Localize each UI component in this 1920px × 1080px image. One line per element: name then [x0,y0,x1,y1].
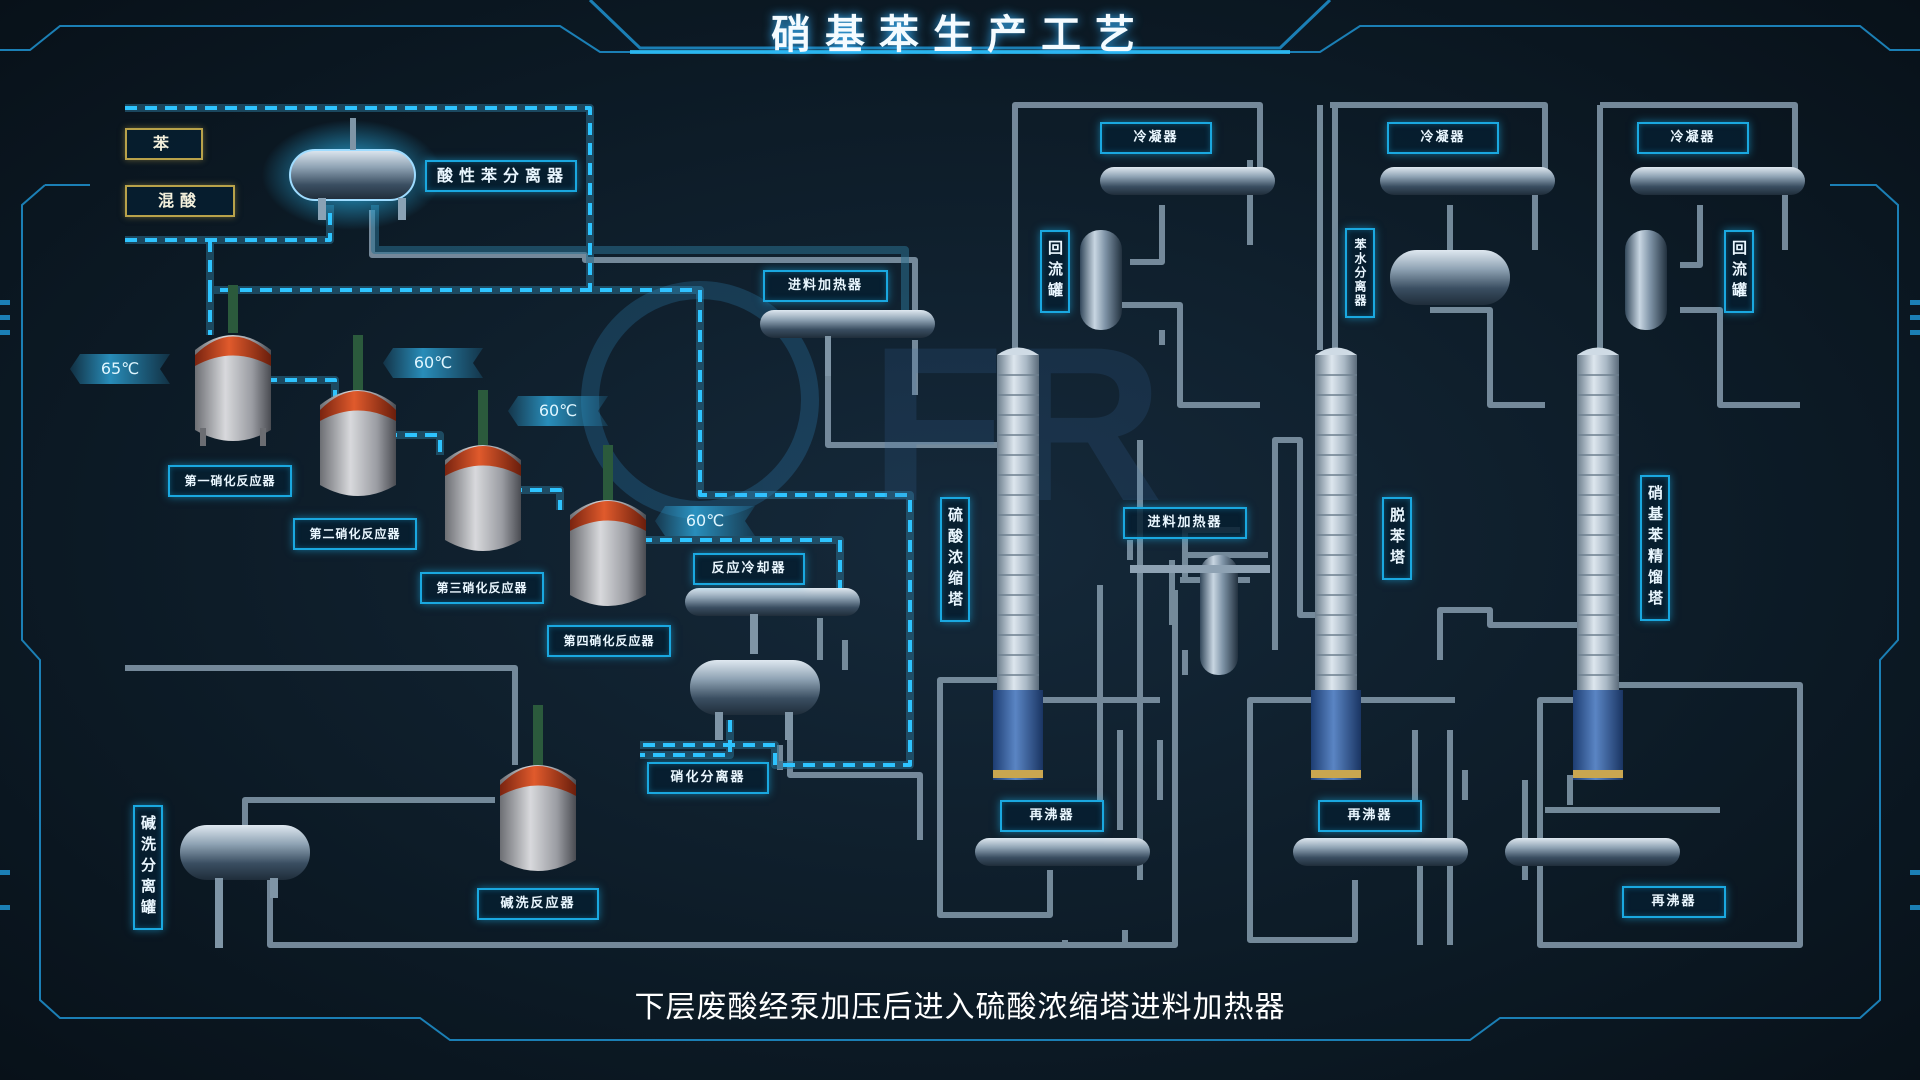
feed-heater-2-label[interactable]: 进料加热器 [1123,507,1247,539]
reactor-2 [320,335,396,496]
tower-3 [1573,347,1623,780]
reboiler-2-label[interactable]: 再沸器 [1318,800,1422,832]
reactor-3-temperature: 60℃ [508,396,608,426]
reactor-2-temperature: 60℃ [383,348,483,378]
nitrobenzene-refining-tower-label[interactable]: 硝基苯精馏塔 [1640,475,1670,621]
benzene-water-separator-label[interactable]: 苯水分离器 [1345,228,1375,318]
condensers[interactable] [1100,167,1805,195]
reactor-1-label[interactable]: 第一硝化反应器 [168,465,292,497]
nitration-separator-label[interactable]: 硝化分离器 [647,762,769,794]
reactor-4-temperature: 60℃ [655,506,755,536]
tower-1 [993,347,1043,780]
reactor-3 [445,390,521,551]
nitration-reactors[interactable] [195,285,646,871]
reflux-tank-2-label[interactable]: 回流罐 [1724,230,1754,313]
reactor-3-label[interactable]: 第三硝化反应器 [420,572,544,604]
alkali-wash-reactor-label[interactable]: 碱洗反应器 [477,888,599,920]
feed-heater-1-vessel[interactable] [760,310,935,376]
feed-heater-1-label[interactable]: 进料加热器 [763,270,888,302]
sulfuric-concentration-tower-label[interactable]: 硫酸浓缩塔 [940,497,970,622]
condenser-1-label[interactable]: 冷凝器 [1100,122,1212,154]
step-caption: 下层废酸经泵加压后进入硫酸浓缩塔进料加热器 [634,990,1286,1025]
reaction-cooler-vessel[interactable] [685,588,860,654]
benzene-input-label[interactable]: 苯 [125,128,203,160]
reaction-cooler-label[interactable]: 反应冷却器 [693,553,805,585]
feed-heater-2-vessel[interactable] [1130,555,1270,675]
screen-frame [0,0,1920,1041]
alkali-wash-separator-vessel[interactable] [180,825,310,948]
condenser-3-label[interactable]: 冷凝器 [1637,122,1749,154]
page-title: 硝基苯生产工艺 [771,12,1149,58]
acid-benzene-separator-vessel[interactable] [262,118,442,230]
acid-benzene-separator-label[interactable]: 酸性苯分离器 [425,160,577,192]
active-flow-pipes [125,104,914,769]
reboiler-1-label[interactable]: 再沸器 [1000,800,1104,832]
reflux-tank-1-label[interactable]: 回流罐 [1040,230,1070,313]
frame-ticks [0,300,1920,910]
reactor-4-label[interactable]: 第四硝化反应器 [547,625,671,657]
reactor-4 [570,445,646,606]
reactor-1-temperature: 65℃ [70,354,170,384]
reactor-1 [195,285,271,446]
condenser-2-label[interactable]: 冷凝器 [1387,122,1499,154]
reboilers[interactable] [975,838,1680,866]
reboiler-3-label[interactable]: 再沸器 [1622,886,1726,918]
alkali-wash-reactor [500,705,576,871]
distillation-towers[interactable] [993,347,1623,781]
reactor-2-label[interactable]: 第二硝化反应器 [293,518,417,550]
debenzene-tower-label[interactable]: 脱苯塔 [1382,497,1412,580]
alkali-wash-separator-tank-label[interactable]: 碱洗分离罐 [133,805,163,930]
nitration-separator-vessel[interactable] [690,660,820,740]
tower-rings [997,374,1619,676]
reflux-tanks[interactable] [1080,230,1667,330]
tower-2 [1311,347,1361,780]
mixed-acid-input-label[interactable]: 混酸 [125,185,235,217]
